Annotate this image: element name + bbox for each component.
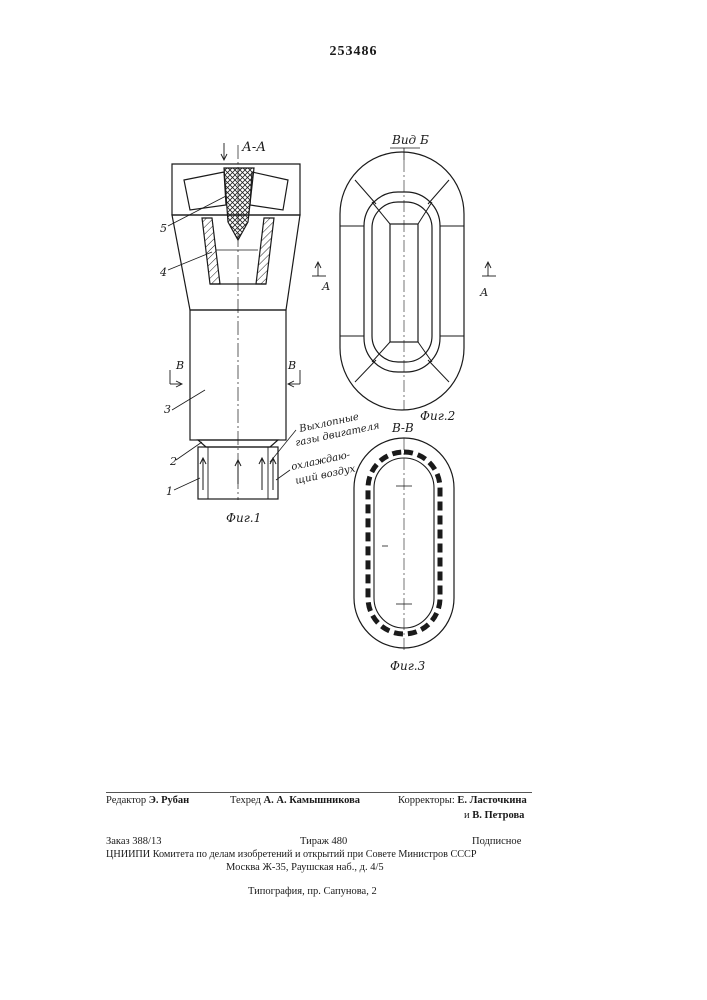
address: Москва Ж-35, Раушская наб., д. 4/5	[226, 862, 384, 873]
fig1-liner-right	[256, 218, 274, 284]
fig1-cone-5	[224, 168, 254, 240]
techeditor-name: А. А. Камышникова	[264, 795, 361, 806]
fig1-vane-right	[250, 172, 288, 210]
subscription: Подписное	[472, 836, 521, 847]
fig1-part-label-1: 1	[166, 485, 173, 498]
correctors-line: Корректоры: Е. Ласточкина	[398, 795, 527, 806]
editor-name: Э. Рубан	[149, 795, 189, 806]
fig2-mid-shell	[364, 192, 440, 372]
institute: ЦНИИПИ Комитета по делам изобретений и о…	[106, 849, 477, 860]
techeditor-line: Техред А. А. Камышникова	[230, 795, 360, 806]
fig2-outer-shell	[340, 152, 464, 410]
editor-line: Редактор Э. Рубан	[106, 795, 189, 806]
fig1-part-label-2: 2	[169, 455, 177, 468]
fig3-caption: Фиг.3	[390, 659, 426, 673]
print-run: Тираж 480	[300, 836, 347, 847]
figure-1: А-А В В	[159, 140, 381, 525]
printer: Типография, пр. Сапунова, 2	[248, 886, 377, 897]
fig2-segment-lines	[340, 180, 464, 382]
editor-label: Редактор	[106, 795, 146, 806]
fig1-vane-left	[184, 172, 226, 210]
fig2-caption: Фиг.2	[420, 409, 455, 423]
fig1-part-label-5: 5	[160, 222, 167, 235]
figure-2: Вид Б А А Фиг.2	[312, 133, 496, 423]
fig2-section-mark-left: А	[321, 280, 330, 293]
figure-3: В-В Фиг.3	[354, 421, 454, 673]
fig2-inner-shell	[372, 202, 432, 362]
order-number: Заказ 388/13	[106, 836, 161, 847]
fig1-part-label-3: 3	[164, 403, 171, 416]
corrector-2-line: и В. Петрова	[464, 810, 524, 821]
correctors-label: Корректоры:	[398, 795, 455, 806]
fig2-section-mark-right: А	[479, 286, 488, 299]
fig1-liner-left	[202, 218, 220, 284]
corrector-1: Е. Ласточкина	[457, 795, 526, 806]
fig1-caption: Фиг.1	[226, 511, 261, 525]
fig1-part-label-4: 4	[159, 266, 167, 279]
fig3-section-label: В-В	[391, 421, 414, 435]
fig1-section-label: А-А	[241, 140, 266, 155]
colophon-divider	[106, 792, 532, 793]
techeditor-label: Техред	[230, 795, 261, 806]
fig1-section-mark-left: В	[175, 359, 184, 372]
corrector-2: В. Петрова	[472, 810, 524, 821]
fig1-section-mark-right: В	[287, 359, 296, 372]
corrector-2-prefix: и	[464, 810, 470, 821]
fig2-view-label: Вид Б	[391, 133, 429, 147]
fig1-leaders	[168, 196, 296, 490]
